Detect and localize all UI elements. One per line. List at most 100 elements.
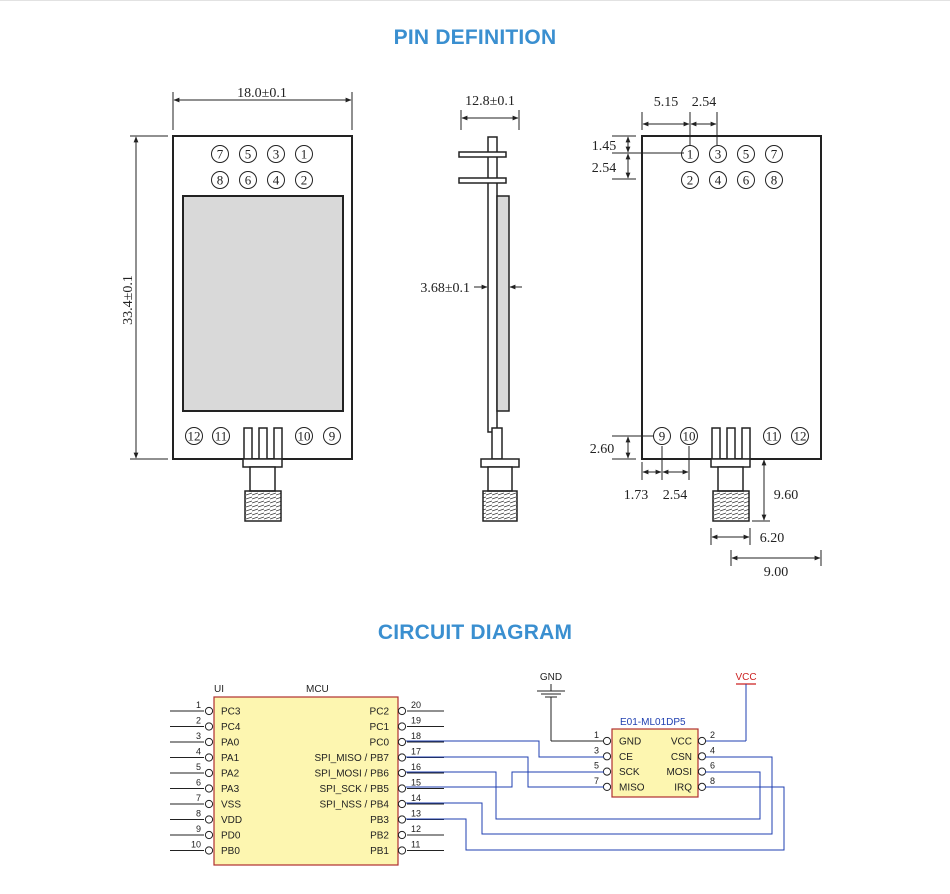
back-ant-width: 9.00 [764, 565, 789, 580]
pin-label: 10 [683, 429, 696, 444]
wire-sck [406, 771, 604, 788]
mcu-pin-dot [397, 722, 407, 731]
module-pin-number: 5 [594, 761, 599, 771]
mcu-pin-name: VSS [221, 800, 241, 811]
module-name: E01-ML01DP5 [620, 717, 686, 728]
mcu-pin-dot [397, 768, 407, 778]
module-pin-name: MISO [619, 782, 645, 793]
mcu-pin-name: PC4 [221, 722, 241, 733]
module-pin-number: 4 [710, 745, 715, 755]
mcu-pin-name: SPI_MISO / PB7 [315, 753, 390, 764]
front-sma-connector [242, 458, 283, 522]
mcu-pin-dot [397, 737, 407, 747]
pin-label: 2 [301, 173, 308, 188]
module-pin-dot [602, 767, 612, 776]
mcu-pin-dot [204, 784, 214, 793]
mcu-pin-dot [204, 706, 214, 716]
back-board-outline [641, 135, 822, 460]
pin-label: 11 [215, 429, 228, 444]
side-pin-2 [458, 177, 507, 184]
mcu-chip [213, 696, 399, 866]
mcu-pin-name: PC0 [370, 738, 390, 749]
mcu-pin-dot [204, 799, 214, 809]
module-pin-number: 3 [594, 745, 599, 755]
module-pin-dot [697, 767, 707, 776]
module-pin-name: SCK [619, 767, 640, 778]
mcu-pin-dot [397, 753, 407, 762]
mcu-pin-number: 2 [196, 716, 201, 726]
mcu-pin-number: 16 [411, 762, 421, 772]
pin-definition-title: PIN DEFINITION [393, 26, 557, 49]
front-pin-row-2: 8 6 4 2 [211, 171, 313, 189]
mcu-pin-name: PB2 [370, 831, 389, 842]
back-view: 5.15 2.54 1.45 2.54 1 3 5 7 2 4 6 8 9 10… [590, 95, 822, 580]
module-pin-name: VCC [671, 737, 692, 748]
gnd-label: GND [540, 672, 562, 683]
mcu-pin-name: PD0 [221, 831, 241, 842]
mcu-pin-name: PA3 [221, 784, 240, 795]
pin-label: 3 [715, 147, 722, 162]
wire-mosi [406, 771, 761, 820]
back-pin-row-2: 2 4 6 8 [681, 171, 783, 189]
pin-label: 1 [301, 147, 308, 162]
pin-label: 9 [659, 429, 666, 444]
pin-label: 3 [273, 147, 280, 162]
pin-label: 2 [687, 173, 694, 188]
mcu-pin-name: PA1 [221, 753, 240, 764]
mcu-pin-dot [397, 846, 407, 855]
mcu-pin-number: 3 [196, 731, 201, 741]
pin-label: 12 [188, 429, 201, 444]
mcu-pin-dot [204, 737, 214, 747]
pin-label: 6 [245, 173, 252, 188]
mcu-pin-dot [204, 815, 214, 824]
wire-nss-csn [406, 756, 773, 835]
front-pin-row-bottom: 12 11 10 9 [185, 427, 341, 445]
module-pin-number: 2 [710, 730, 715, 740]
back-bottom-a: 2.60 [590, 442, 615, 457]
mcu-pin-dot [397, 815, 407, 824]
back-pitch-b: 2.54 [692, 95, 717, 110]
mcu-pin-dot [397, 706, 407, 716]
back-top-b: 2.54 [592, 161, 617, 176]
mcu-pin-number: 19 [411, 716, 421, 726]
pin-label: 4 [715, 173, 722, 188]
back-ant-offset: 6.20 [760, 531, 785, 546]
mcu-pin-name: PC2 [370, 707, 390, 718]
mcu-pin-number: 14 [411, 793, 421, 803]
mcu-pin-dot [204, 846, 214, 855]
front-antenna-pins [243, 427, 283, 460]
mcu-pin-number: 20 [411, 700, 421, 710]
top-rule [0, 0, 950, 4]
mcu-pin-number: 8 [196, 809, 201, 819]
mcu-pin-name: SPI_SCK / PB5 [320, 784, 390, 795]
mcu-pin-name: PC3 [221, 707, 241, 718]
side-thickness-dim: 3.68±0.1 [420, 281, 470, 296]
module-chip [611, 728, 699, 798]
mcu-pin-number: 10 [191, 840, 201, 850]
mcu-pin-dot [204, 768, 214, 778]
pin-label: 8 [217, 173, 224, 188]
module-pin-name: GND [619, 737, 641, 748]
pin-label: 10 [298, 429, 311, 444]
back-pitch-a: 5.15 [654, 95, 679, 110]
pin-label: 5 [245, 147, 252, 162]
side-sma-connector [482, 490, 518, 522]
pin-label: 4 [273, 173, 280, 188]
module-pin-dot [697, 736, 707, 746]
mcu-pin-number: 13 [411, 809, 421, 819]
mcu-pin-name: PA2 [221, 769, 240, 780]
pin-label: 11 [766, 429, 779, 444]
module-pin-number: 7 [594, 776, 599, 786]
side-pin-1 [458, 151, 507, 158]
module-pin-dot [697, 782, 707, 792]
back-ant-height: 9.60 [774, 488, 799, 503]
mcu-pin-dot [204, 753, 214, 762]
mcu-pin-name: PA0 [221, 738, 240, 749]
side-shield [496, 195, 510, 412]
module-pin-number: 6 [710, 761, 715, 771]
circuit-diagram-title: CIRCUIT DIAGRAM [377, 621, 573, 644]
mcu-pin-name: PB1 [370, 846, 389, 857]
pin-label: 9 [329, 429, 336, 444]
